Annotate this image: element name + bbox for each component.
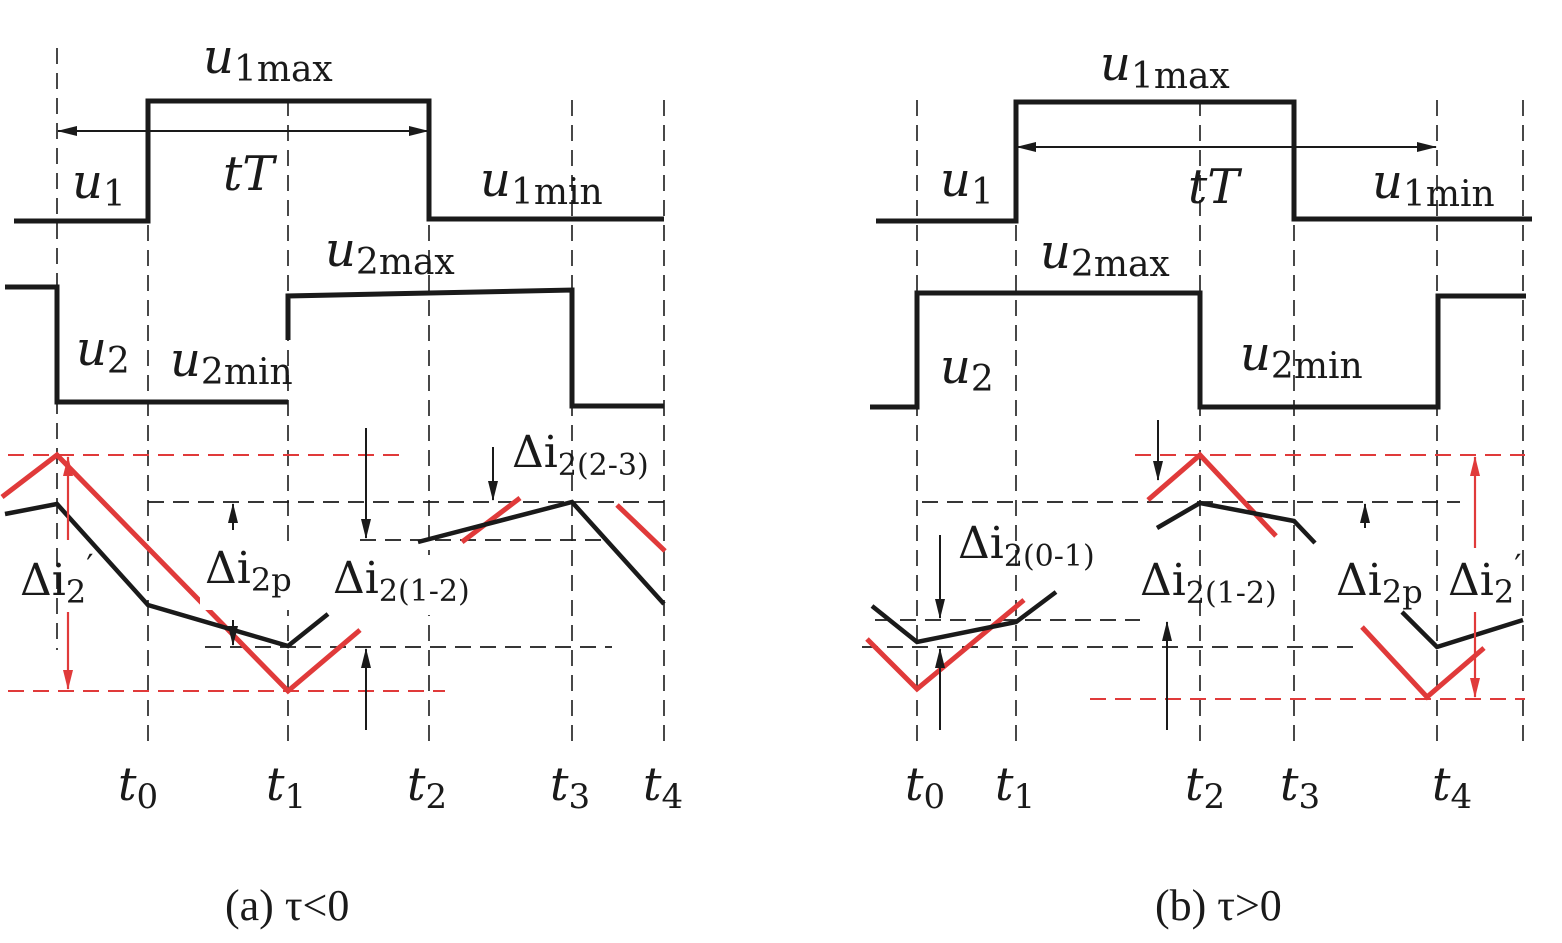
t2-label-b: t2	[1185, 757, 1225, 817]
t1-label-a: t1	[266, 757, 306, 817]
di2-01-label-b: Δi2(0-1)	[958, 518, 1095, 574]
panel-b: u1max u1 tT u1min u2max u2 u2min Δi2(0-1…	[862, 36, 1532, 930]
t4-label-a: t4	[643, 757, 683, 817]
black-current-b-2	[1155, 500, 1317, 545]
black-current-a	[4, 501, 330, 649]
u2max-label-a: u2max	[325, 222, 455, 283]
tT-label-b: tT	[1188, 159, 1242, 215]
label-mask-a-1	[200, 550, 310, 610]
black-current-a-2	[417, 499, 666, 606]
red-current-a	[0, 451, 362, 695]
u2-label-b: u2	[940, 339, 994, 400]
di2p-label-a: Δi2p	[205, 543, 292, 599]
u1-waveform-b	[876, 99, 1532, 224]
u2-label-a: u2	[76, 321, 130, 382]
t4-label-b: t4	[1432, 757, 1472, 817]
caption-a: (a) τ<0	[225, 881, 349, 930]
t0-label-b: t0	[905, 757, 945, 817]
red-current-b-3	[1360, 625, 1486, 701]
u1max-label-b: u1max	[1100, 36, 1230, 97]
u1min-label-a: u1min	[480, 152, 603, 213]
u1-label-b: u1	[940, 152, 994, 213]
u2min-label-b: u2min	[1240, 326, 1363, 387]
u2max-label-b: u2max	[1040, 224, 1170, 285]
u1min-label-b: u1min	[1372, 154, 1495, 215]
di2prime-label-a: Δi2′	[20, 547, 93, 611]
t1-label-b: t1	[995, 757, 1035, 817]
di2-23-label-a: Δi2(2-3)	[512, 427, 649, 483]
u1-waveform-a	[14, 98, 664, 224]
red-current-a-3	[615, 503, 667, 553]
u1max-label-a: u1max	[203, 29, 333, 90]
di2-12-label-b: Δi2(1-2)	[1140, 555, 1277, 611]
red-current-b-2	[1146, 451, 1278, 538]
black-current-b-3	[1400, 610, 1524, 650]
t2-label-a: t2	[407, 757, 447, 817]
panel-a: u1max u1 tT u1min u2max u2 u2min Δi2′ Δi…	[0, 29, 683, 930]
di2prime-label-b: Δi2′	[1448, 547, 1521, 611]
di2-12-label-a: Δi2(1-2)	[333, 553, 470, 609]
black-current-b	[870, 590, 1058, 645]
tT-label-a: tT	[223, 146, 277, 202]
di2p-label-b: Δi2p	[1336, 555, 1423, 611]
t0-label-a: t0	[118, 757, 158, 817]
t3-label-b: t3	[1280, 757, 1320, 817]
label-mask-a-2	[332, 555, 522, 615]
red-current-a-2	[460, 496, 522, 544]
u2min-label-a: u2min	[170, 332, 293, 393]
u2-waveform-a	[5, 284, 288, 405]
u2-waveform-b	[870, 290, 1526, 410]
u1-label-a: u1	[72, 154, 126, 215]
caption-b: (b) τ>0	[1155, 881, 1282, 930]
t3-label-a: t3	[550, 757, 590, 817]
u2-waveform-a-2	[285, 287, 664, 409]
red-current-b	[865, 598, 1026, 693]
